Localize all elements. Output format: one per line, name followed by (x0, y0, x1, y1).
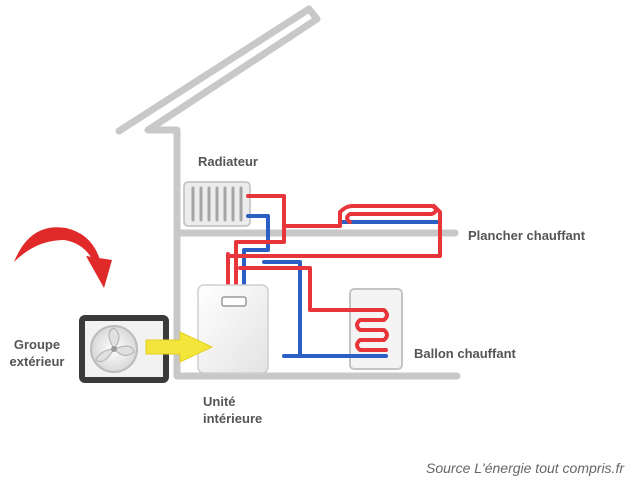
label-unite-interieure: Unité intérieure (203, 393, 262, 427)
label-groupe-exterieur: Groupe extérieur (2, 336, 72, 370)
source-credit: Source L'énergie tout compris.fr (426, 460, 624, 476)
cold-pipes (242, 214, 442, 358)
house-frame (115, 5, 461, 380)
label-groupe-line1: Groupe (13, 337, 61, 352)
outside-air-arrow (14, 227, 112, 288)
label-groupe-line2: extérieur (9, 354, 65, 369)
indoor-unit (197, 284, 269, 374)
label-radiateur: Radiateur (198, 154, 258, 169)
radiator (183, 181, 251, 227)
label-plancher-chauffant: Plancher chauffant (468, 228, 586, 243)
label-unite-line2: intérieure (203, 411, 263, 426)
hot-pipes (226, 194, 442, 352)
label-unite-line1: Unité (203, 394, 236, 409)
energy-transfer-arrow (145, 331, 214, 363)
label-ballon-chauffant: Ballon chauffant (414, 346, 516, 361)
